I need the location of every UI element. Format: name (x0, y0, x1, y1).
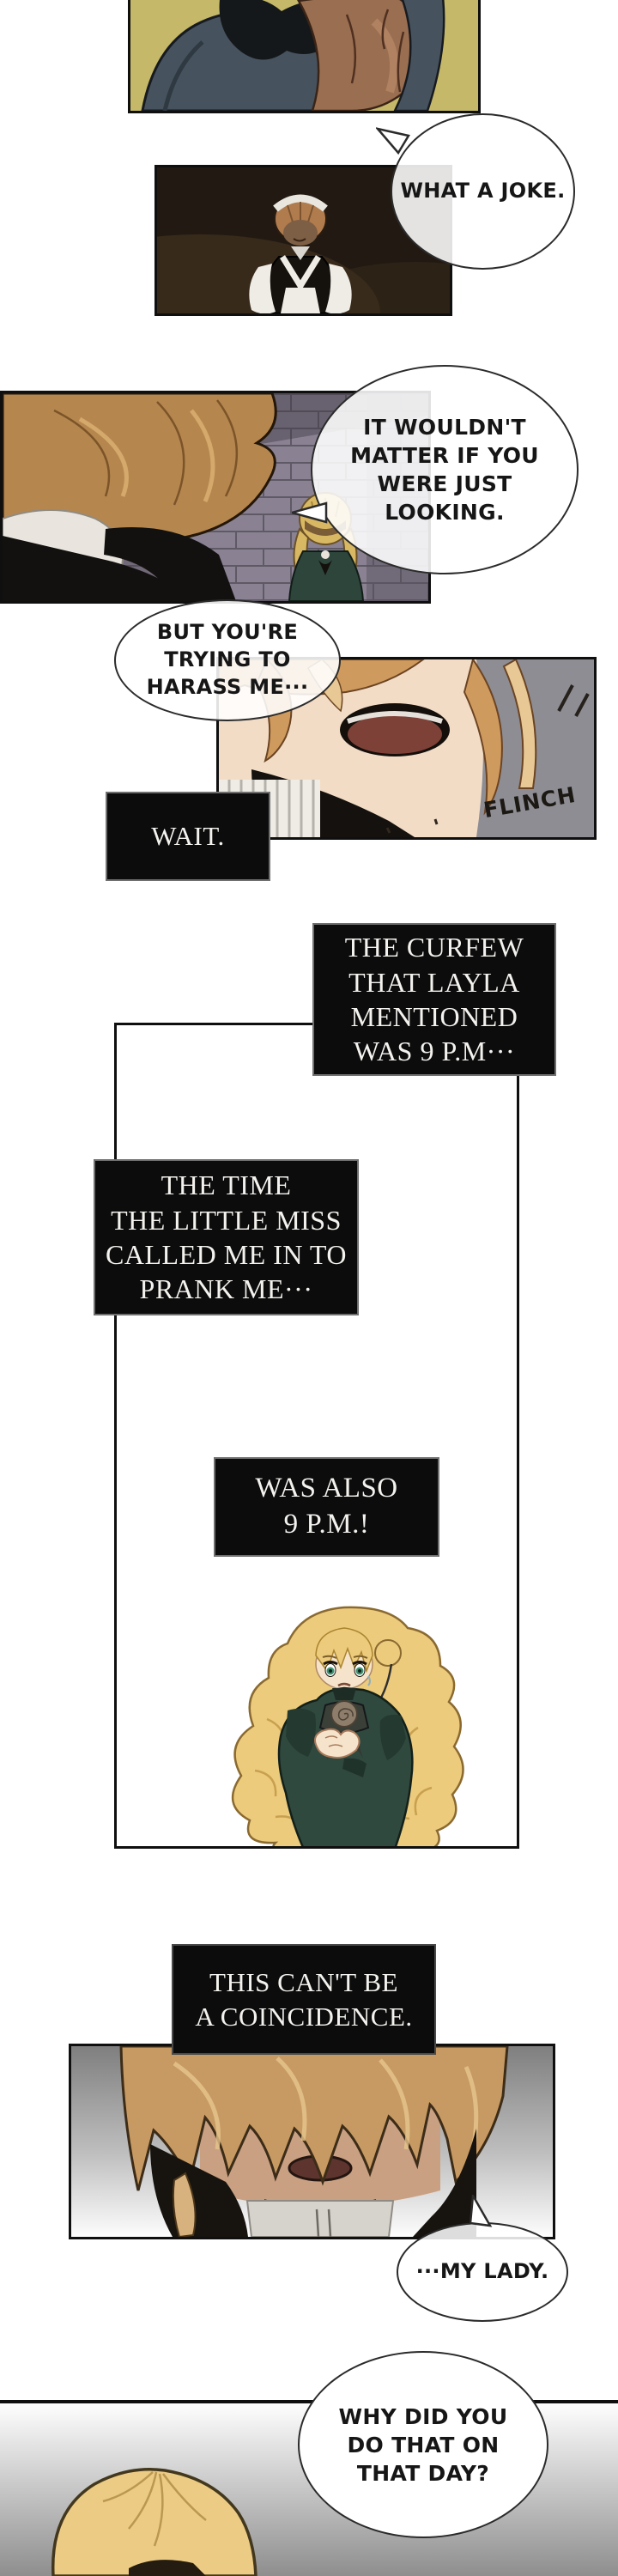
speech-bubble-my-lady: ···MY LADY. (397, 2222, 568, 2322)
caption-text-coincidence: THIS CAN'T BE A COINCIDENCE. (195, 1967, 413, 2032)
bubble-tail-matter (292, 501, 328, 524)
caption-text-time: THE TIME THE LITTLE MISS CALLED ME IN TO… (106, 1170, 347, 1305)
speech-bubble-matter: IT WOULDN'T MATTER IF YOU WERE JUST LOOK… (311, 365, 579, 574)
caption-text-wait: WAIT. (151, 821, 225, 852)
speech-text-harass: BUT YOU'RE TRYING TO HARASS ME··· (146, 620, 309, 699)
speech-bubble-harass: BUT YOU'RE TRYING TO HARASS ME··· (114, 599, 341, 721)
bubble-tail-joke (376, 127, 410, 155)
caption-text-was-also: WAS ALSO 9 P.M.! (255, 1473, 398, 1540)
caption-was-also: WAS ALSO 9 P.M.! (214, 1457, 439, 1557)
speech-bubble-joke: WHAT A JOKE. (391, 113, 575, 270)
speech-bubble-why: WHY DID YOU DO THAT ON THAT DAY? (298, 2351, 548, 2538)
speech-text-my-lady: ···MY LADY. (415, 2259, 549, 2284)
dress-illustration (130, 0, 478, 111)
lady-illustration (231, 1606, 464, 1846)
caption-coincidence: THIS CAN'T BE A COINCIDENCE. (172, 1944, 436, 2055)
panel-recap-frame (114, 1023, 519, 1849)
speech-text-why: WHY DID YOU DO THAT ON THAT DAY? (338, 2403, 508, 2486)
panel-dress-top (128, 0, 481, 113)
speech-text-joke: WHAT A JOKE. (400, 179, 566, 204)
caption-text-curfew: THE CURFEW THAT LAYLA MENTIONED WAS 9 P.… (344, 932, 524, 1067)
speech-text-matter: IT WOULDN'T MATTER IF YOU WERE JUST LOOK… (350, 415, 539, 525)
caption-time: THE TIME THE LITTLE MISS CALLED ME IN TO… (94, 1159, 359, 1315)
caption-wait: WAIT. (106, 792, 270, 881)
caption-curfew: THE CURFEW THAT LAYLA MENTIONED WAS 9 P.… (312, 923, 556, 1076)
bubble-tail-my-lady (469, 2195, 493, 2227)
